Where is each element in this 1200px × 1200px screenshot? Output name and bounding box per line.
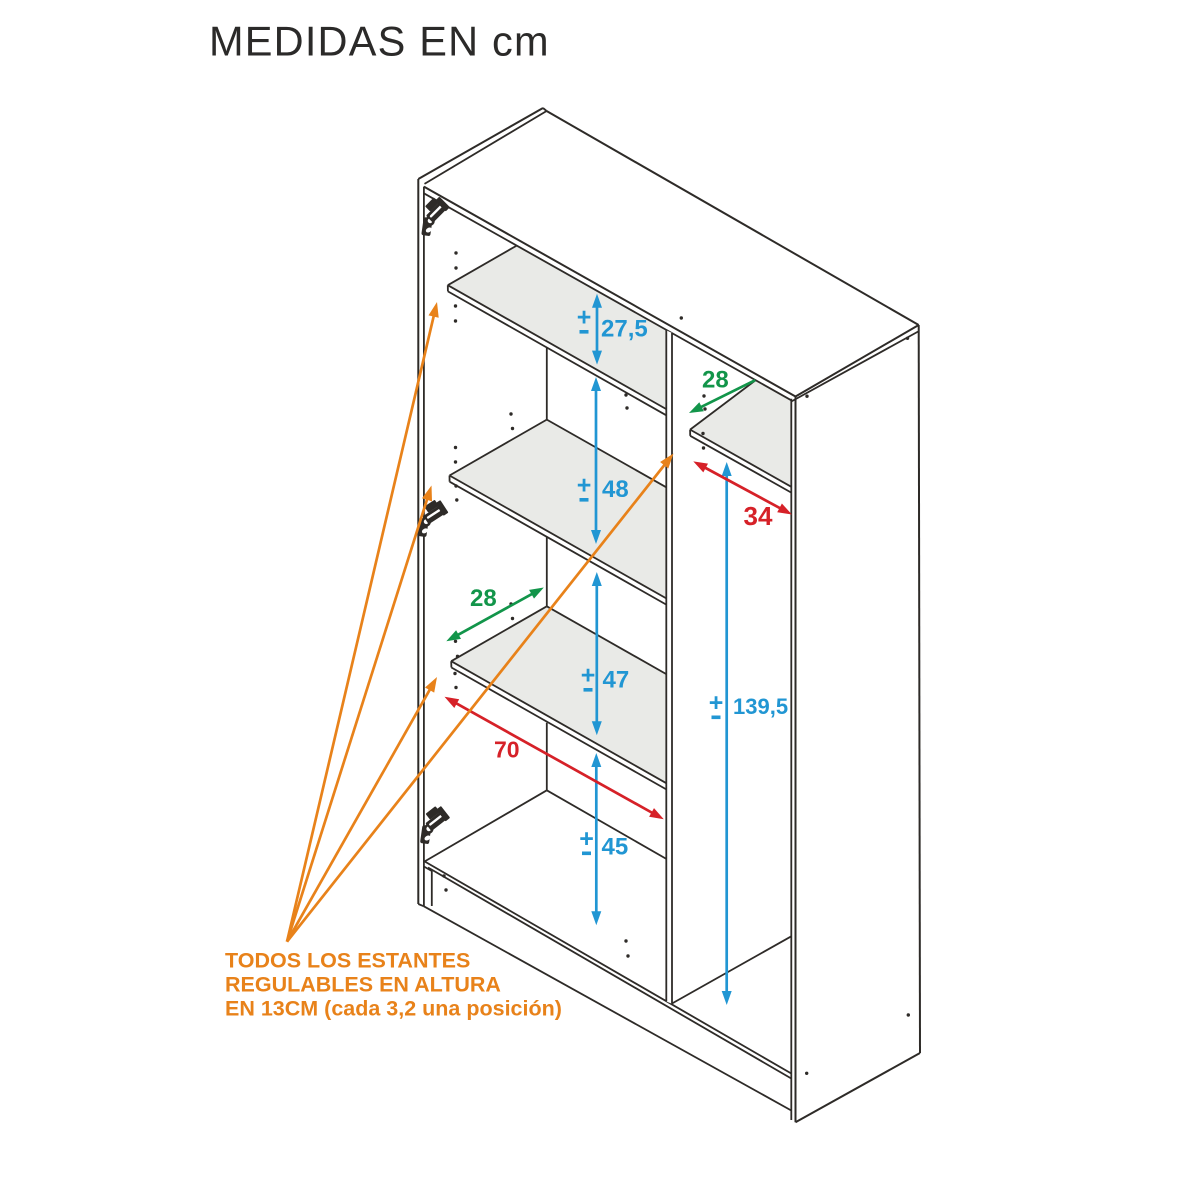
svg-text:27,5: 27,5 <box>601 316 648 343</box>
svg-text:48: 48 <box>602 476 629 503</box>
svg-text:28: 28 <box>470 585 497 612</box>
svg-text:47: 47 <box>603 667 630 694</box>
svg-text:EN 13CM (cada 3,2 una posición: EN 13CM (cada 3,2 una posición) <box>225 997 562 1021</box>
svg-text:45: 45 <box>602 834 629 861</box>
svg-text:REGULABLES EN ALTURA: REGULABLES EN ALTURA <box>225 973 501 997</box>
svg-text:MEDIDAS EN cm: MEDIDAS EN cm <box>209 18 550 65</box>
svg-text:34: 34 <box>744 501 773 531</box>
svg-text:+: + <box>579 825 594 853</box>
svg-text:+: + <box>709 689 724 717</box>
svg-text:TODOS LOS ESTANTES: TODOS LOS ESTANTES <box>225 949 470 973</box>
svg-text:+: + <box>577 304 592 332</box>
svg-text:139,5: 139,5 <box>733 694 788 719</box>
svg-text:28: 28 <box>702 367 729 394</box>
svg-text:70: 70 <box>494 737 520 763</box>
svg-text:+: + <box>581 662 596 690</box>
svg-text:+: + <box>577 472 592 500</box>
